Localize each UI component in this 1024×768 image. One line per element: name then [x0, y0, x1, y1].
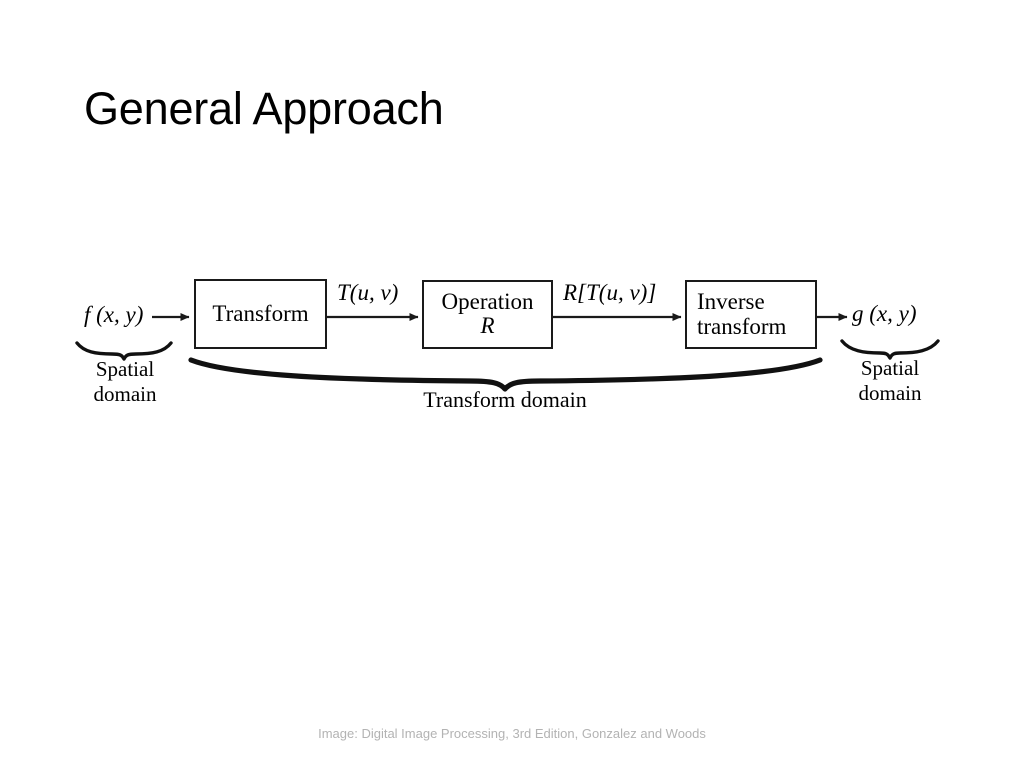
output-domain-label-line1: Spatial — [860, 356, 920, 380]
block-operation-sublabel: R — [480, 312, 495, 338]
output-signal-label: g (x, y) — [852, 301, 917, 326]
brace-input-spatial-domain — [75, 341, 173, 361]
page-title: General Approach — [84, 83, 444, 134]
arrow-label-transform-output: T(u, v) — [337, 280, 399, 305]
image-source-caption: Image: Digital Image Processing, 3rd Edi… — [318, 726, 706, 741]
input-domain-label-line1: Spatial — [95, 357, 155, 381]
transform-domain-label: Transform domain — [423, 387, 587, 412]
block-inverse-transform-label: Inverse — [697, 289, 765, 315]
input-signal-label: f (x, y) — [84, 302, 144, 327]
brace-transform-domain — [188, 357, 823, 392]
block-inverse-transform-label2: transform — [697, 313, 787, 339]
output-domain-label-line2: domain — [858, 381, 922, 405]
block-operation[interactable]: Operation R — [422, 280, 553, 349]
block-inverse-transform[interactable]: Inverse transform — [685, 280, 817, 349]
block-transform[interactable]: Transform — [194, 279, 327, 349]
block-operation-label: Operation — [441, 288, 534, 314]
brace-output-spatial-domain — [840, 339, 940, 360]
input-domain-label-line2: domain — [93, 382, 157, 406]
block-transform-label: Transform — [212, 300, 309, 326]
arrow-label-operation-output: R[T(u, v)] — [563, 280, 657, 305]
